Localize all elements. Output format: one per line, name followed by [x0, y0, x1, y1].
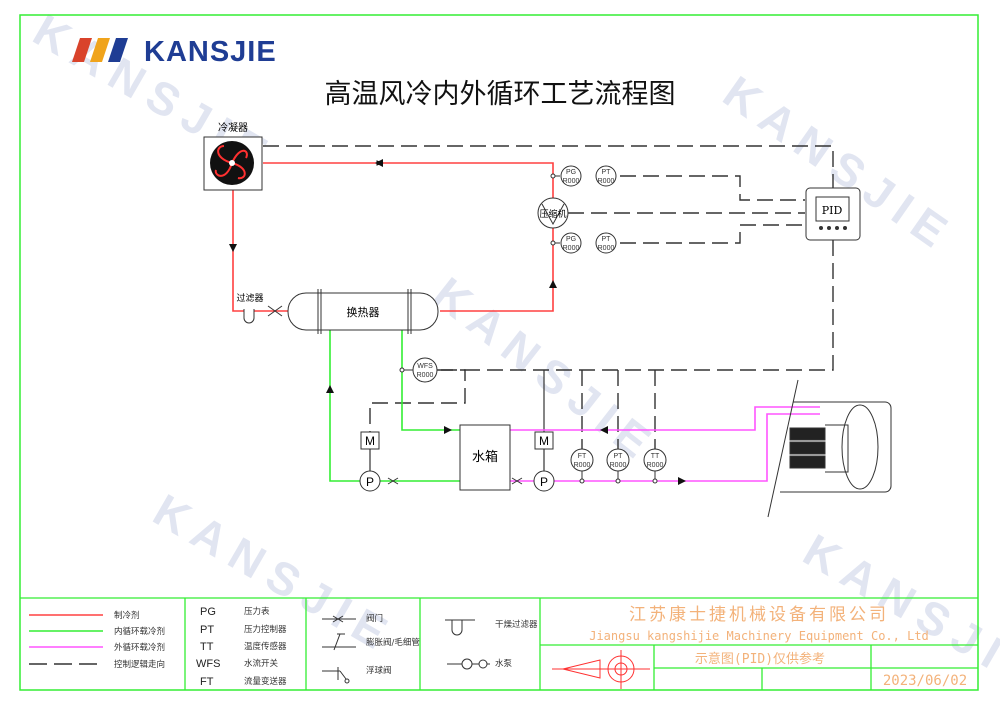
svg-text:膨胀阀/毛细管: 膨胀阀/毛细管 [366, 637, 420, 648]
filter-label: 过滤器 [236, 292, 263, 304]
svg-text:水泵: 水泵 [495, 658, 513, 669]
inner-loop-line [329, 330, 460, 482]
svg-text:P: P [540, 475, 548, 489]
sensor-pt[interactable]: PT R000 [606, 448, 630, 472]
watermark: KANSJIE [145, 484, 404, 664]
condenser[interactable]: 冷凝器 [203, 121, 263, 191]
svg-text:TT: TT [651, 453, 660, 460]
sensor-wfs[interactable]: WFS R000 [412, 357, 438, 383]
svg-text:R000: R000 [574, 462, 591, 469]
svg-text:R000: R000 [563, 178, 580, 185]
logo: KANSJIE [72, 36, 277, 68]
svg-text:FT: FT [578, 453, 587, 460]
legend-control: 控制逻辑走向 [114, 659, 165, 670]
svg-text:PG: PG [566, 236, 576, 243]
svg-text:R000: R000 [417, 372, 434, 379]
condenser-label: 冷凝器 [218, 121, 248, 134]
motor-inner[interactable]: M [360, 431, 380, 450]
svg-text:PID: PID [822, 204, 843, 217]
gauge-pt-suction[interactable]: PT R000 [595, 232, 617, 254]
tank-label: 水箱 [472, 449, 498, 465]
svg-text:PG: PG [200, 606, 216, 618]
svg-text:浮球阀: 浮球阀 [366, 665, 392, 676]
svg-text:PG: PG [566, 169, 576, 176]
gauge-pt-discharge[interactable]: PT R000 [595, 165, 617, 187]
heat-exchanger[interactable]: 换热器 [287, 289, 439, 334]
legend-inner-loop: 内循环载冷剂 [114, 626, 165, 637]
svg-text:PT: PT [614, 453, 624, 460]
svg-text:PT: PT [602, 169, 612, 176]
heat-exchanger-label: 换热器 [347, 305, 380, 319]
refrigerant-line [232, 162, 554, 312]
svg-text:R000: R000 [598, 245, 615, 252]
pump-outer[interactable]: P [533, 470, 555, 492]
svg-text:压力控制器: 压力控制器 [244, 624, 287, 635]
svg-text:R000: R000 [647, 462, 664, 469]
logo-text: KANSJIE [144, 36, 277, 68]
svg-text:R000: R000 [598, 178, 615, 185]
drawing-date: 2023/06/02 [883, 673, 967, 689]
svg-text:WFS: WFS [196, 658, 220, 670]
svg-text:WFS: WFS [417, 363, 433, 370]
compressor-label: 压缩机 [539, 208, 566, 220]
control-lines [263, 145, 834, 450]
pump-inner[interactable]: P [359, 470, 381, 492]
svg-text:流量变送器: 流量变送器 [244, 676, 287, 687]
legend-symbols [322, 615, 490, 684]
projection-symbol-icon [552, 650, 650, 689]
drawing-frame [19, 14, 979, 691]
svg-text:阀门: 阀门 [366, 613, 383, 624]
gauge-pg-discharge[interactable]: PG R000 [560, 165, 582, 187]
reference-note: 示意图(PID)仅供参考 [695, 651, 825, 667]
filter-drier-icon [243, 309, 255, 324]
svg-text:P: P [366, 475, 374, 489]
sensor-ft[interactable]: FT R000 [570, 448, 594, 472]
valve-icon [387, 477, 523, 485]
pid-controller[interactable]: PID [805, 187, 861, 241]
motor-outer[interactable]: M [534, 431, 554, 450]
svg-text:TT: TT [200, 641, 214, 653]
svg-text:FT: FT [200, 676, 214, 688]
svg-text:水流开关: 水流开关 [244, 658, 279, 669]
svg-text:M: M [539, 434, 549, 448]
sensor-tt[interactable]: TT R000 [643, 448, 667, 472]
svg-text:M: M [365, 434, 375, 448]
expansion-valve-icon [267, 305, 283, 317]
water-tank[interactable]: 水箱 [459, 424, 511, 491]
legend-refrigerant: 制冷剂 [114, 610, 140, 621]
legend-outer-loop: 外循环载冷剂 [114, 642, 165, 653]
svg-text:温度传感器: 温度传感器 [244, 641, 287, 652]
machine-drawing [767, 379, 892, 518]
gauge-pg-suction[interactable]: PG R000 [560, 232, 582, 254]
page-title: 高温风冷内外循环工艺流程图 [325, 79, 676, 110]
svg-text:R000: R000 [610, 462, 627, 469]
company-name-en: Jiangsu kangshijie Machinery Equipment C… [589, 629, 929, 643]
svg-text:干燥过滤器: 干燥过滤器 [495, 619, 538, 630]
company-name-cn: 江苏康士捷机械设备有限公司 [629, 605, 889, 625]
svg-text:R000: R000 [563, 245, 580, 252]
svg-text:PT: PT [200, 624, 214, 636]
compressor[interactable]: 压缩机 [537, 197, 569, 229]
outer-loop-line [510, 406, 820, 482]
svg-text:PT: PT [602, 236, 612, 243]
svg-text:压力表: 压力表 [244, 606, 270, 617]
